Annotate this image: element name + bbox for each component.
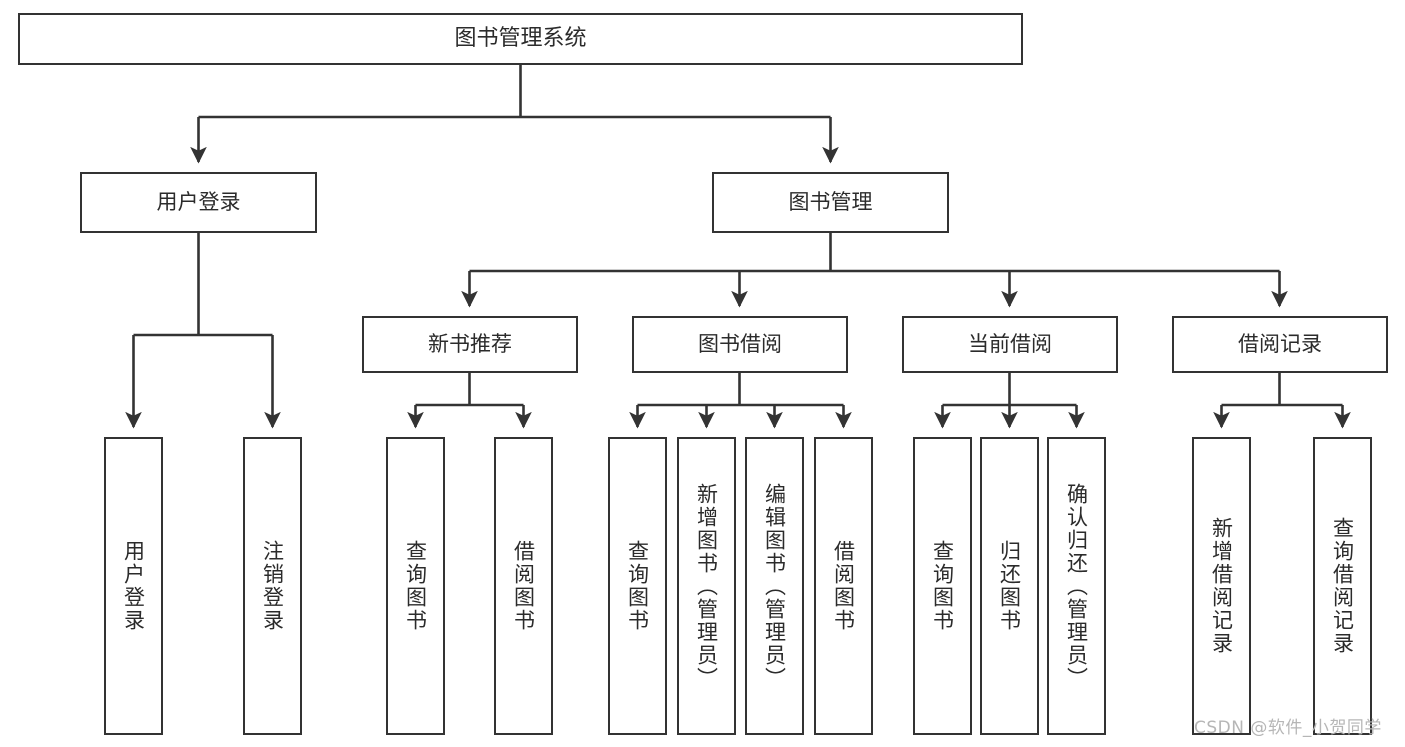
- node-leaf-confirm-return[interactable]: 确认归还（管理员）: [1047, 437, 1106, 735]
- node-leaf-borrow-book-1[interactable]: 借阅图书: [494, 437, 553, 735]
- node-leaf-edit-book[interactable]: 编辑图书（管理员）: [745, 437, 804, 735]
- node-book-borrow-label: 图书借阅: [698, 332, 782, 357]
- csdn-watermark: CSDN @软件_小贺同学: [1194, 718, 1382, 738]
- node-leaf-add-record[interactable]: 新增借阅记录: [1192, 437, 1251, 735]
- node-book-borrow[interactable]: 图书借阅: [632, 316, 848, 373]
- node-leaf-query-book-1[interactable]: 查询图书: [386, 437, 445, 735]
- node-new-book-recommend[interactable]: 新书推荐: [362, 316, 578, 373]
- node-leaf-borrow-book-2[interactable]: 借阅图书: [814, 437, 873, 735]
- node-borrow-record[interactable]: 借阅记录: [1172, 316, 1388, 373]
- node-leaf-query-book-2-label: 查询图书: [625, 540, 650, 632]
- node-book-manage-label: 图书管理: [788, 190, 873, 215]
- node-borrow-record-label: 借阅记录: [1238, 332, 1322, 357]
- node-leaf-query-book-1-label: 查询图书: [403, 540, 428, 632]
- node-leaf-user-login[interactable]: 用户登录: [104, 437, 163, 735]
- node-book-manage[interactable]: 图书管理: [712, 172, 949, 233]
- node-root-book-management-system[interactable]: 图书管理系统: [18, 13, 1023, 65]
- node-user-login[interactable]: 用户登录: [80, 172, 317, 233]
- node-leaf-query-record-label: 查询借阅记录: [1330, 517, 1355, 655]
- node-leaf-confirm-return-label: 确认归还（管理员）: [1064, 482, 1089, 690]
- node-leaf-borrow-book-2-label: 借阅图书: [831, 540, 856, 632]
- node-leaf-edit-book-label: 编辑图书（管理员）: [762, 482, 787, 690]
- node-current-borrow[interactable]: 当前借阅: [902, 316, 1118, 373]
- node-user-login-label: 用户登录: [156, 190, 241, 215]
- node-leaf-query-book-3[interactable]: 查询图书: [913, 437, 972, 735]
- node-leaf-query-book-3-label: 查询图书: [930, 540, 955, 632]
- node-leaf-return-book-label: 归还图书: [997, 540, 1022, 632]
- node-leaf-user-login-label: 用户登录: [121, 540, 146, 632]
- node-leaf-return-book[interactable]: 归还图书: [980, 437, 1039, 735]
- node-leaf-query-book-2[interactable]: 查询图书: [608, 437, 667, 735]
- node-leaf-query-record[interactable]: 查询借阅记录: [1313, 437, 1372, 735]
- node-leaf-borrow-book-1-label: 借阅图书: [511, 540, 536, 632]
- node-leaf-add-record-label: 新增借阅记录: [1209, 517, 1234, 655]
- node-leaf-logout[interactable]: 注销登录: [243, 437, 302, 735]
- node-leaf-logout-label: 注销登录: [260, 540, 285, 632]
- node-new-book-recommend-label: 新书推荐: [428, 332, 512, 357]
- node-root-label: 图书管理系统: [454, 26, 587, 52]
- node-leaf-add-book-label: 新增图书（管理员）: [694, 482, 719, 690]
- node-current-borrow-label: 当前借阅: [968, 332, 1052, 357]
- node-leaf-add-book[interactable]: 新增图书（管理员）: [677, 437, 736, 735]
